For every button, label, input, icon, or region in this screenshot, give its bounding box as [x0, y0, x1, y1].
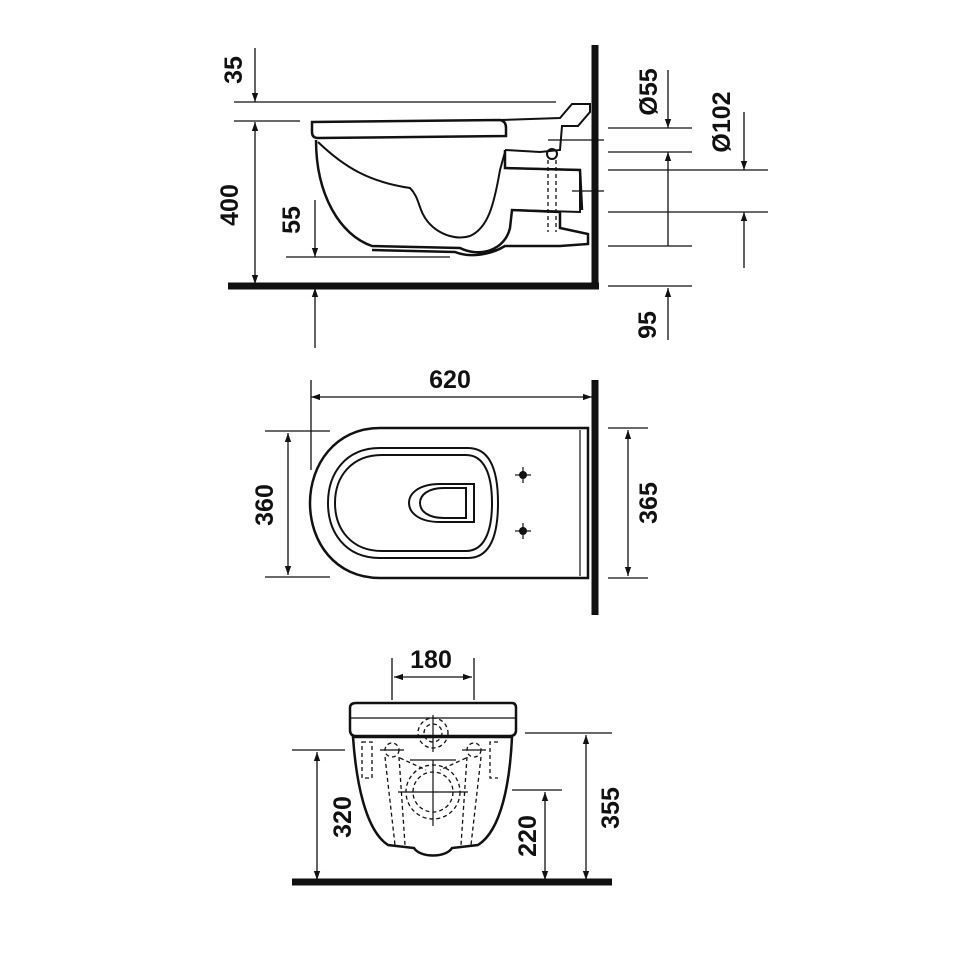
label-620: 620: [429, 366, 471, 394]
top-body-outline: [308, 426, 590, 580]
side-inlet-ring: [546, 148, 558, 160]
label-35: 35: [220, 56, 248, 84]
side-view: 35 400 55 Ø55 Ø102 95: [216, 45, 768, 348]
label-55: 55: [278, 206, 306, 234]
label-d102: Ø102: [708, 91, 736, 152]
fixing-bolt-icon: [462, 742, 486, 758]
top-view: 620 360 365: [251, 366, 663, 615]
label-360: 360: [251, 484, 279, 526]
front-view: 180 320 220 355: [292, 646, 625, 886]
front-side-fittings: [361, 741, 498, 779]
fixing-hole-icon: [515, 523, 531, 539]
label-220: 220: [514, 815, 542, 857]
side-bowl-interior: [317, 141, 506, 239]
top-seat-ring: [326, 447, 500, 559]
label-365: 365: [635, 482, 663, 524]
fixing-bolt-icon: [380, 742, 404, 758]
label-95: 95: [634, 311, 662, 339]
front-bolt-frame: [384, 756, 482, 846]
label-355: 355: [597, 787, 625, 829]
top-outlet-inner: [418, 487, 467, 519]
label-180: 180: [410, 646, 452, 674]
top-outlet: [407, 483, 475, 523]
fixing-hole-icon: [515, 467, 531, 483]
side-seat-hinge: [499, 103, 591, 154]
label-400: 400: [216, 184, 244, 226]
top-seat-inner: [333, 454, 494, 552]
side-seat: [310, 118, 508, 140]
label-320: 320: [329, 796, 357, 838]
label-d55: Ø55: [635, 68, 663, 115]
